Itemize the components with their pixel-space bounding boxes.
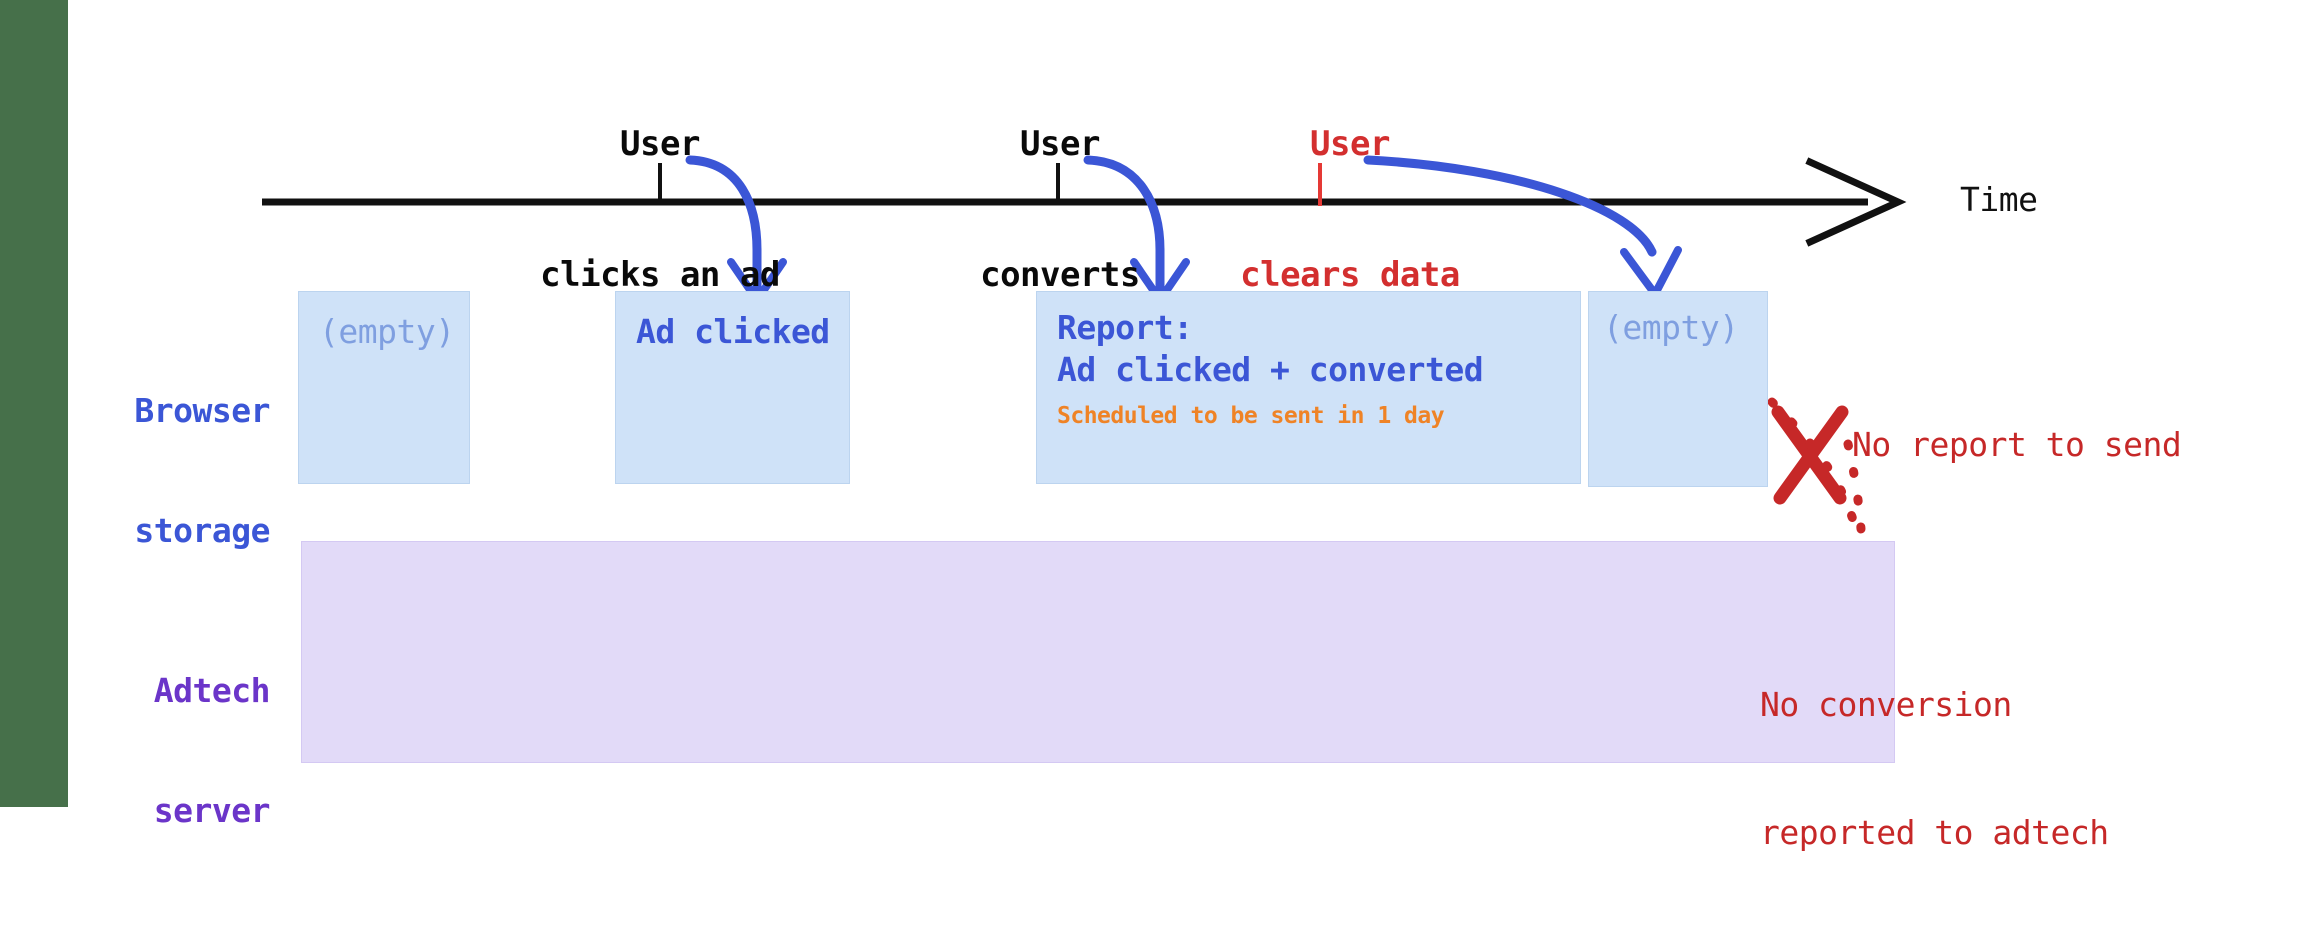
storage-box-ad-clicked: Ad clicked (615, 291, 850, 484)
event-label-click-line2: clicks an ad (540, 254, 780, 295)
storage-box-empty-1-text: (empty) (319, 312, 455, 351)
event-label-convert: User converts (900, 36, 1220, 384)
annotation-no-conversion-line1: No conversion (1760, 684, 2012, 724)
annotation-no-report-to-send: No report to send (1852, 425, 2182, 464)
storage-box-ad-clicked-text: Ad clicked (636, 312, 830, 351)
storage-box-empty-2: (empty) (1588, 291, 1768, 487)
adtech-server-box (301, 541, 1895, 763)
diagram-canvas: User clicks an ad User converts User cle… (0, 0, 2182, 852)
event-label-clear-line1: User (1310, 124, 1390, 165)
storage-box-report: Report: Ad clicked + converted Scheduled… (1036, 291, 1581, 484)
storage-box-empty-1: (empty) (298, 291, 470, 484)
storage-box-empty-2-text: (empty) (1603, 308, 1739, 347)
time-axis-label: Time (1960, 180, 2038, 219)
storage-box-report-schedule-note: Scheduled to be sent in 1 day (1057, 403, 1445, 429)
row-label-browser-storage: Browser storage (30, 310, 270, 632)
storage-box-report-title: Report: (1057, 308, 1193, 347)
row-label-browser-line2: storage (134, 511, 270, 551)
event-label-convert-line2: converts (980, 254, 1140, 295)
red-dotted-trail (1767, 397, 1867, 561)
event-label-click: User clicks an ad (480, 36, 840, 384)
event-label-clear-line2: clears data (1240, 254, 1460, 295)
row-label-adtech-server: Adtech server (30, 590, 271, 912)
left-green-strip (0, 0, 68, 807)
event-label-convert-line1: User (1020, 124, 1100, 165)
storage-box-report-body: Ad clicked + converted (1057, 350, 1484, 389)
annotation-no-conversion-line2: reported to adtech (1760, 813, 2109, 853)
annotation-no-conversion-reported: No conversion reported to adtech (1760, 598, 2109, 941)
event-label-click-line1: User (620, 124, 700, 165)
row-label-adtech-line2: server (153, 791, 271, 831)
red-x-icon (1771, 405, 1849, 505)
row-label-adtech-line1: Adtech (153, 670, 271, 710)
row-label-browser-line1: Browser (134, 390, 270, 430)
event-label-clear: User clears data (1200, 36, 1500, 384)
